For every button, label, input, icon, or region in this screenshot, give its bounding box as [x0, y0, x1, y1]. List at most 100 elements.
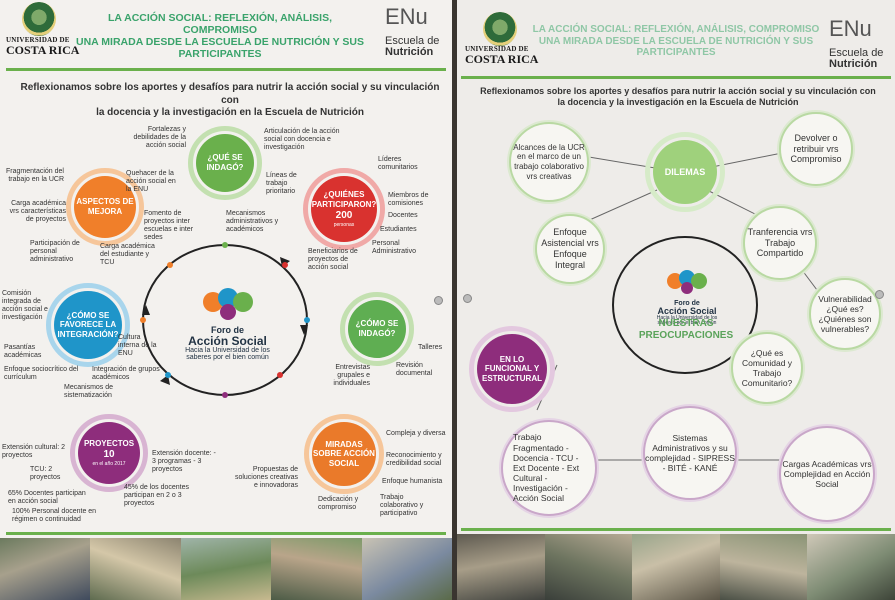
label-ext-cultural: Extensión cultural: 2 proyectos — [2, 444, 66, 460]
ucr-emblem-icon — [483, 12, 517, 46]
label-cultura: Cultura interna de la ENU — [118, 334, 157, 358]
title-line: UNA MIRADA DESDE LA ESCUELA DE NUTRICIÓN… — [76, 36, 364, 49]
circle-dilemas: DILEMAS — [653, 140, 717, 204]
bubble-sistemas: Sistemas Administrativos y su complejida… — [643, 406, 737, 500]
enu-escuela: Escuela de — [385, 35, 440, 47]
label-participacion: Participación de personal administrativo — [30, 240, 80, 264]
enu-logo-text: ENu — [829, 16, 872, 41]
photo — [807, 534, 895, 600]
divider-bottom — [461, 528, 891, 531]
circle-miradas: MIRADAS SOBRE ACCIÓN SOCIAL — [312, 422, 376, 486]
foro-logo: Foro de Acción Social Hacia la Universid… — [642, 270, 732, 326]
photo — [361, 538, 452, 600]
label-trabajo-colaborativo: Trabajo colaborativo y participativo — [380, 494, 424, 518]
label-mecanismos-sistematizacion: Mecanismos de sistematización — [64, 384, 114, 400]
poster-left: UNIVERSIDAD DE COSTA RICA LA ACCIÓN SOCI… — [0, 0, 452, 600]
ucr-logo-text: UNIVERSIDAD DE COSTA RICA — [465, 45, 538, 66]
poster-title: LA ACCIÓN SOCIAL: REFLEXIÓN, ANÁLISIS, C… — [531, 24, 821, 59]
label-entrevistas: Entrevistas grupales e individuales — [333, 364, 370, 388]
label-docentes-45: 45% de los docentes participan en 2 o 3 … — [124, 484, 189, 508]
label-docentes-65: 65% Docentes participan en acción social — [8, 490, 86, 506]
enu-logo: ENu Escuela de Nutrición — [385, 6, 439, 58]
label-integracion-grupos: Integración de grupos académicos — [92, 366, 160, 382]
bubble-vulnerabilidad: Vulnerabilidad ¿Qué es? ¿Quiénes son vul… — [809, 278, 881, 350]
ring-que-se-indago — [188, 126, 262, 200]
bubble-cargas: Cargas Académicas vrs Complejidad en Acc… — [779, 426, 875, 522]
photo — [719, 534, 808, 600]
label-ext-docente: Extensión docente: - 3 programas - 3 pro… — [152, 450, 216, 474]
label-tcu: TCU: 2 proyectos — [30, 466, 61, 482]
quienes-sub: personas — [333, 221, 355, 228]
ring-funcional — [469, 326, 555, 412]
circle-como-se-indago: ¿CÓMO SE INDAGÓ? — [348, 300, 406, 358]
label-articulacion: Articulación de la acción social con doc… — [264, 128, 340, 152]
label-dedicacion: Dedicación y compromiso — [318, 496, 359, 512]
circle-funcional: EN LO FUNCIONAL Y ESTRUCTURAL — [477, 334, 547, 404]
ucr-emblem-icon — [22, 2, 56, 36]
grommet-icon — [875, 290, 884, 299]
enu-nutricion: Nutrición — [829, 58, 878, 70]
photo-strip — [0, 538, 452, 600]
label-reconocimiento: Reconocimiento y credibilidad social — [386, 452, 442, 468]
label-compleja: Compleja y diversa — [386, 430, 446, 437]
subtitle-line: la docencia y la investigación en la Esc… — [96, 107, 364, 118]
ucr-line1: UNIVERSIDAD DE — [465, 45, 529, 53]
ring-miradas — [304, 414, 384, 494]
title-line: LA ACCIÓN SOCIAL: REFLEXIÓN, ANÁLISIS, C… — [107, 12, 332, 37]
foro-line3: Hacia la Universidad de los — [185, 347, 270, 354]
label-lineas: Líneas de trabajo prioritario — [266, 172, 297, 196]
ring-como-integracion — [46, 283, 130, 367]
circle-aspectos-de-mejora: ASPECTOS DE MEJORA — [74, 176, 136, 238]
photo — [632, 534, 720, 600]
label-carga-estudiante: Carga académica del estudiante y TCU — [100, 243, 155, 267]
label-carga-academica: Carga académica vrs características de p… — [9, 200, 66, 224]
label-comision: Comisión integrada de acción social e in… — [2, 290, 48, 322]
ucr-line1: UNIVERSIDAD DE — [6, 36, 70, 44]
bubble-transferencia: Tranferencia vrs Trabajo Compartido — [743, 206, 817, 280]
enu-nutricion: Nutrición — [385, 46, 434, 58]
label-fortalezas: Fortalezas y debilidades de la acción so… — [133, 126, 186, 150]
divider — [6, 68, 446, 71]
foro-people-icon — [667, 270, 707, 294]
photo — [271, 538, 362, 600]
enu-escuela: Escuela de — [829, 47, 884, 59]
poster-right: UNIVERSIDAD DE COSTA RICA LA ACCIÓN SOCI… — [457, 0, 895, 600]
foro-line4: saberes por el bien común — [186, 354, 269, 361]
label-mecanismos: Mecanismos administrativos y académicos — [226, 210, 279, 234]
circle-como-se-favorece: ¿CÓMO SE FAVORECE LA INTEGRACIÓN? — [54, 291, 122, 359]
photo — [0, 538, 91, 600]
bubble-comunidad: ¿Qué es Comunidad y Trabajo Comunitario? — [731, 332, 803, 404]
proyectos-label: PROYECTOS — [83, 439, 135, 449]
bubble-fragmentado: Trabajo Fragmentado -Docencia - TCU - Ex… — [501, 420, 597, 516]
label-docentes-100: 100% Personal docente en régimen o conti… — [12, 508, 97, 524]
label-lideres: Líderes comunitarios — [378, 156, 418, 172]
title-line: UNA MIRADA DESDE LA ESCUELA DE NUTRICIÓN… — [538, 35, 814, 47]
grommet-icon — [434, 296, 443, 305]
preocupaciones-title: NUESTRAS PREOCUPACIONES — [638, 318, 734, 341]
title-line: PARTICIPANTES — [636, 47, 716, 58]
proyectos-sub: en el año 2017 — [92, 460, 126, 467]
circle-proyectos: PROYECTOS 10 en el año 2017 — [78, 422, 140, 484]
circle-quienes-participaron: ¿QUIÉNES PARTICIPARON? 200 personas — [311, 176, 377, 242]
grommet-icon — [463, 294, 472, 303]
label-estudiantes: Estudiantes — [380, 226, 417, 233]
foro-line2: Acción Social — [657, 306, 717, 316]
ring-proyectos — [70, 414, 148, 492]
foro-line1: Foro de — [674, 300, 700, 307]
quienes-label: ¿QUIÉNES PARTICIPARON? — [311, 190, 377, 209]
foro-line1: Foro de — [211, 325, 244, 335]
label-quehacer: Quehacer de la acción social en la ENU — [126, 170, 176, 194]
foro-line4: saberes por el bien común — [657, 320, 717, 326]
label-enfoque-humanista: Enfoque humanista — [382, 478, 443, 485]
label-pasantias: Pasantías académicas — [4, 344, 42, 360]
poster-subtitle: Reflexionamos sobre los aportes y desafí… — [20, 82, 440, 120]
title-line: PARTICIPANTES — [178, 48, 262, 61]
quienes-count: 200 — [335, 209, 353, 221]
poster-subtitle: Reflexionamos sobre los aportes y desafí… — [471, 86, 885, 109]
ucr-logo-text: UNIVERSIDAD DE COSTA RICA — [6, 36, 79, 57]
divider-bottom — [6, 532, 446, 535]
bubble-devolver: Devolver o retribuir vrs Compromiso — [779, 112, 853, 186]
bubble-alcances: Alcances de la UCR en el marco de un tra… — [509, 122, 589, 202]
divider — [461, 76, 891, 79]
enu-logo-text: ENu — [385, 4, 428, 29]
